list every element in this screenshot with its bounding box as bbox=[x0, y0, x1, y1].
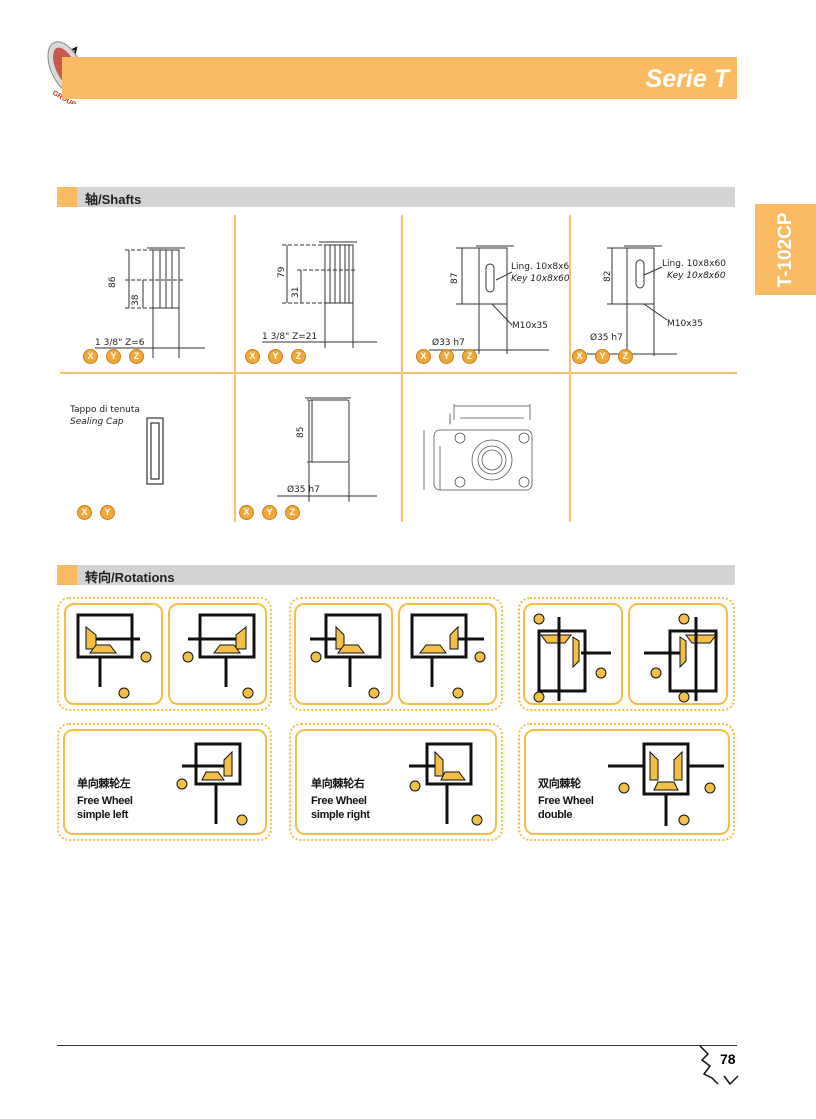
rotation-group-3 bbox=[518, 597, 735, 711]
free-wheel-type-label: simple left bbox=[77, 809, 129, 821]
divider bbox=[234, 215, 236, 522]
svg-text:86: 86 bbox=[108, 276, 118, 288]
rotation-group-2 bbox=[289, 597, 503, 711]
axis-badge-y: Y bbox=[439, 349, 454, 364]
section-header-shafts: 轴/Shafts bbox=[57, 187, 735, 207]
svg-text:79: 79 bbox=[277, 266, 287, 278]
free-wheel-group-3 bbox=[518, 723, 735, 841]
shaft-card-keyed-33: 87 Ling. 10x8x60 Key 10x8x60 M10x35 Ø33 … bbox=[404, 220, 569, 370]
section-title: 轴/Shafts bbox=[85, 192, 142, 207]
free-wheel-cn-label: 单向棘轮左 bbox=[77, 778, 131, 790]
shaft-card-keyed-35: 82 Ling. 10x8x60 Key 10x8x60 M10x35 Ø35 … bbox=[572, 220, 737, 370]
free-wheel-left-card: 单向棘轮左 Free Wheel simple left bbox=[63, 729, 267, 835]
section-title: 转向/Rotations bbox=[85, 570, 175, 585]
axis-badge-z: Z bbox=[285, 505, 300, 520]
free-wheel-en-label: Free Wheel bbox=[538, 795, 594, 807]
footer-rule bbox=[57, 1045, 737, 1046]
svg-text:M10x35: M10x35 bbox=[667, 319, 703, 329]
free-wheel-type-label: double bbox=[538, 809, 573, 821]
free-wheel-cn-label: 双向棘轮 bbox=[538, 778, 581, 790]
free-wheel-cn-label: 单向棘轮右 bbox=[311, 778, 365, 790]
svg-text:38: 38 bbox=[131, 294, 141, 306]
axis-badge-x: X bbox=[572, 349, 587, 364]
svg-text:Ling. 10x8x60: Ling. 10x8x60 bbox=[662, 259, 726, 269]
divider bbox=[569, 215, 571, 522]
header-bar: Serie T bbox=[62, 57, 737, 99]
free-wheel-type-label: simple right bbox=[311, 809, 370, 821]
rotation-group-1 bbox=[57, 597, 272, 711]
axis-badge-x: X bbox=[77, 505, 92, 520]
rotation-diagram bbox=[523, 603, 623, 705]
svg-text:85: 85 bbox=[296, 427, 306, 438]
side-tab-label: T-102CP bbox=[774, 212, 796, 287]
free-wheel-double-card: 双向棘轮 Free Wheel double bbox=[524, 729, 730, 835]
svg-text:Ø33 h7: Ø33 h7 bbox=[432, 337, 465, 348]
axis-badge-x: X bbox=[416, 349, 431, 364]
axis-badge-x: X bbox=[83, 349, 98, 364]
svg-text:Ø35 h7: Ø35 h7 bbox=[287, 484, 320, 495]
gear-icon bbox=[699, 1046, 739, 1086]
axis-badge-x: X bbox=[239, 505, 254, 520]
divider bbox=[401, 215, 403, 522]
svg-text:Tappo di tenuta: Tappo di tenuta bbox=[69, 405, 140, 415]
rotation-diagram bbox=[398, 603, 497, 705]
axis-badge-x: X bbox=[245, 349, 260, 364]
axis-badge-y: Y bbox=[106, 349, 121, 364]
free-wheel-en-label: Free Wheel bbox=[311, 795, 367, 807]
side-tab: T-102CP bbox=[755, 204, 816, 295]
svg-text:1 3/8" Z=6: 1 3/8" Z=6 bbox=[95, 338, 145, 348]
free-wheel-group-1 bbox=[57, 723, 272, 841]
svg-text:M10x35: M10x35 bbox=[512, 321, 548, 331]
flange-drawing bbox=[404, 376, 569, 526]
divider bbox=[60, 372, 737, 374]
free-wheel-en-label: Free Wheel bbox=[77, 795, 133, 807]
section-header-rotations: 转向/Rotations bbox=[57, 565, 735, 585]
svg-text:Key 10x8x60: Key 10x8x60 bbox=[667, 271, 726, 281]
svg-text:82: 82 bbox=[603, 271, 613, 282]
axis-badge-z: Z bbox=[291, 349, 306, 364]
rotation-diagram bbox=[628, 603, 728, 705]
page-number: 78 bbox=[720, 1051, 736, 1067]
svg-text:31: 31 bbox=[291, 287, 301, 298]
rotation-diagram bbox=[168, 603, 267, 705]
rotation-diagram bbox=[64, 603, 163, 705]
svg-text:Ø35 h7: Ø35 h7 bbox=[590, 332, 623, 343]
svg-text:87: 87 bbox=[450, 273, 460, 284]
svg-text:Sealing Cap: Sealing Cap bbox=[70, 417, 124, 427]
svg-text:1 3/8" Z=21: 1 3/8" Z=21 bbox=[262, 332, 317, 342]
axis-badge-z: Z bbox=[618, 349, 633, 364]
svg-text:Ling. 10x8x60: Ling. 10x8x60 bbox=[511, 262, 569, 272]
series-title: Serie T bbox=[645, 65, 729, 93]
free-wheel-group-2 bbox=[289, 723, 503, 841]
axis-badge-y: Y bbox=[100, 505, 115, 520]
svg-text:Key 10x8x60: Key 10x8x60 bbox=[511, 274, 569, 284]
free-wheel-right-card: 单向棘轮右 Free Wheel simple right bbox=[295, 729, 497, 835]
axis-badge-z: Z bbox=[129, 349, 144, 364]
axis-badge-y: Y bbox=[262, 505, 277, 520]
axis-badge-y: Y bbox=[595, 349, 610, 364]
rotation-diagram bbox=[294, 603, 393, 705]
axis-badge-y: Y bbox=[268, 349, 283, 364]
axis-badge-z: Z bbox=[462, 349, 477, 364]
